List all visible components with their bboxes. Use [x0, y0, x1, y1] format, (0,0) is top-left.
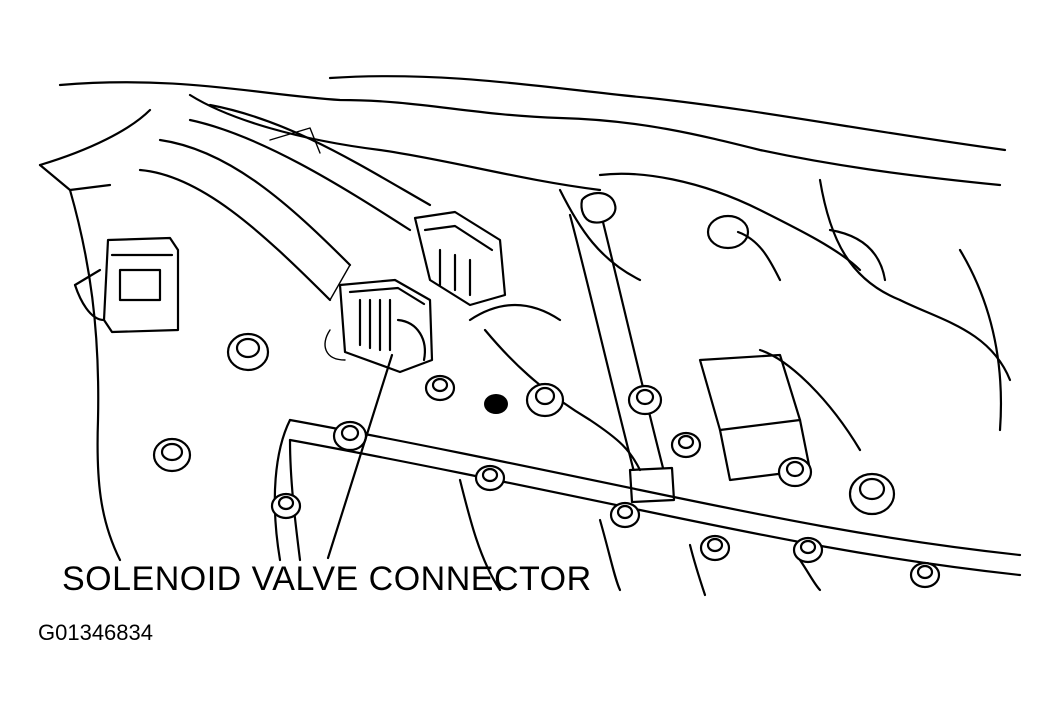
wire-harness: [138, 103, 432, 302]
bolts: [152, 214, 941, 589]
bracket: [468, 192, 862, 504]
upper-connector: [413, 210, 507, 307]
oil-pan-flange: [273, 418, 1022, 597]
callout-leader-line: [326, 353, 394, 560]
connector-left: [73, 236, 180, 334]
engine-body-outline: [38, 75, 1012, 562]
figure-id: G01346834: [38, 620, 153, 645]
solenoid-valve-connector: [324, 278, 434, 374]
callout-label: SOLENOID VALVE CONNECTOR: [62, 560, 592, 598]
